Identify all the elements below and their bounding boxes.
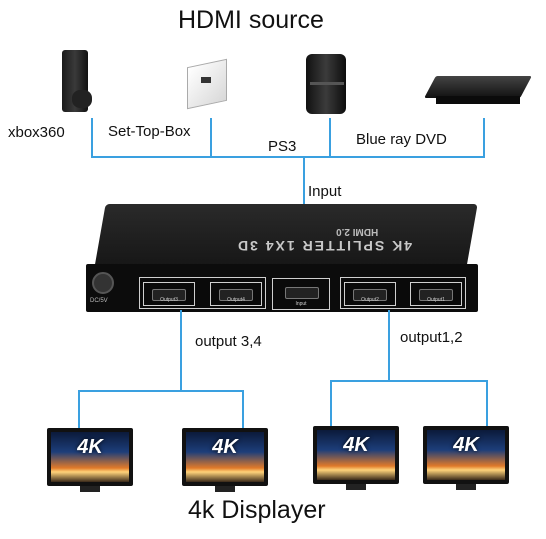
wire-display-3: [330, 380, 332, 428]
hdmi-port-output3: Output3: [143, 282, 195, 306]
splitter-model: 4K SPLITTER 1X4 3D: [236, 238, 413, 254]
wire-ps3: [329, 118, 331, 158]
hdmi-port-output2: Output2: [344, 282, 396, 306]
dc-power-jack: [92, 272, 114, 294]
splitter-brand: HDMI 2.0: [336, 226, 379, 237]
hdmi-port-output1: Output1: [410, 282, 462, 306]
wire-display-4: [486, 380, 488, 428]
hdmi-port-output4: Output4: [210, 282, 262, 306]
wire-display-1: [78, 390, 80, 430]
wire-output34: [180, 310, 182, 392]
ps3-console-icon: [300, 54, 352, 116]
input-label: Input: [308, 183, 342, 200]
display-tv-3: 4K: [313, 426, 399, 490]
source-label-set-top-box: Set-Top-Box: [108, 123, 191, 140]
set-top-box-icon: [187, 55, 231, 110]
wire-xbox360: [91, 118, 93, 158]
xbox360-console-icon: [58, 50, 92, 116]
wire-output12-bus: [330, 380, 488, 382]
output34-label: output 3,4: [195, 333, 262, 350]
display-tv-2: 4K: [182, 428, 268, 492]
wire-bluray: [483, 118, 485, 158]
power-label: DC/5V: [90, 298, 108, 304]
bluray-player-icon: [424, 70, 532, 110]
display-tv-4: 4K: [423, 426, 509, 490]
wire-output34-bus: [78, 390, 244, 392]
footer-label: 4k Displayer: [188, 496, 326, 524]
hdmi-port-input: Input: [272, 278, 330, 310]
wire-source-bus: [91, 156, 485, 158]
source-label-bluray: Blue ray DVD: [356, 131, 447, 148]
display-tv-1: 4K: [47, 428, 133, 492]
diagram-title: HDMI source: [178, 6, 324, 34]
output12-label: output1,2: [400, 329, 463, 346]
wire-set-top-box: [210, 118, 212, 158]
source-label-ps3: PS3: [268, 138, 297, 155]
wire-output12: [388, 310, 390, 382]
wire-display-2: [242, 390, 244, 430]
source-label-xbox360: xbox360: [8, 124, 65, 141]
